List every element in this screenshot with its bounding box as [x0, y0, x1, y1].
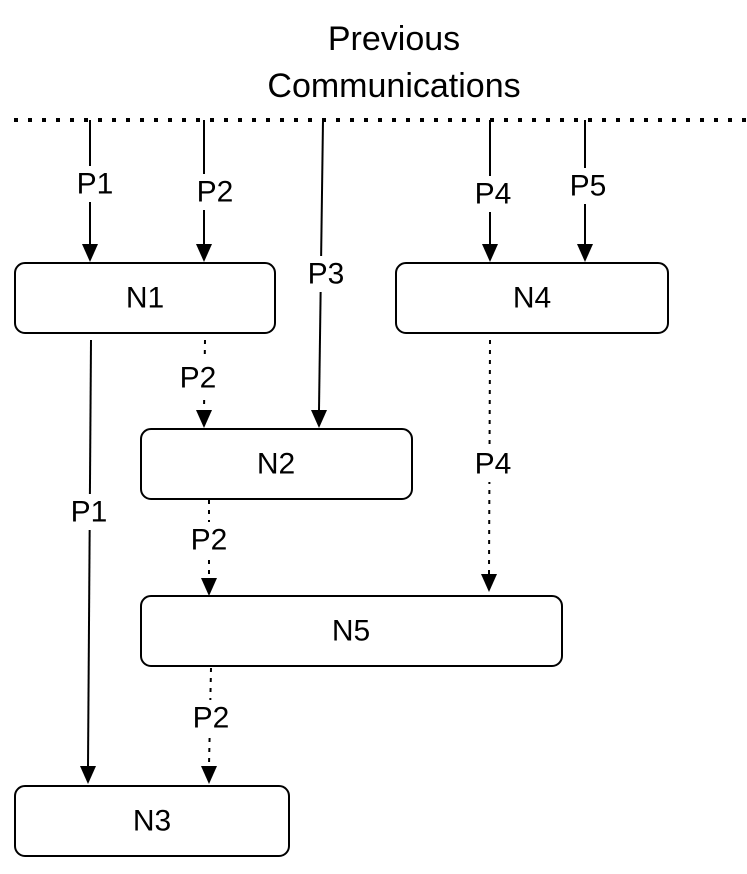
edge-n4-to-n5-arrowhead	[481, 574, 497, 592]
edge-in-p5-label: P5	[570, 170, 607, 203]
edge-n1-to-n2-label: P2	[180, 362, 217, 395]
edge-n1-to-n2: P2	[174, 339, 222, 428]
edge-in-p1-label: P1	[77, 168, 114, 201]
edge-in-p4-label: P4	[475, 178, 512, 211]
node-n1-label: N1	[126, 282, 164, 315]
node-n2-label: N2	[257, 448, 295, 481]
edge-in-p1-arrowhead	[82, 244, 98, 262]
edge-in-p1: P1	[72, 120, 118, 262]
edge-n1-to-n2-arrowhead	[196, 410, 212, 428]
edge-n4-to-n5-label: P4	[475, 448, 512, 481]
edge-in-p2-label: P2	[197, 176, 234, 209]
node-n1: N1	[14, 262, 276, 334]
edge-n5-to-n3-arrowhead	[201, 766, 217, 784]
edge-in-p5: P5	[564, 120, 612, 262]
node-n4: N4	[395, 262, 669, 334]
edge-n2-to-n5-label: P2	[191, 524, 228, 557]
header-title: Previous Communications	[267, 20, 520, 105]
edge-in-p3: P3	[302, 119, 350, 428]
edge-in-p5-arrowhead	[577, 244, 593, 262]
edge-n5-to-n3: P2	[187, 667, 235, 784]
node-n5: N5	[140, 595, 563, 667]
node-n5-label: N5	[332, 615, 370, 648]
node-n4-label: N4	[513, 282, 551, 315]
edge-in-p2: P2	[191, 120, 239, 262]
node-n2: N2	[140, 428, 413, 500]
edge-n2-to-n5-arrowhead	[201, 578, 217, 596]
header-line-2: Communications	[267, 67, 520, 105]
edge-n1-to-n3-arrowhead	[80, 766, 96, 784]
edge-n1-to-n3: P1	[66, 339, 112, 784]
header-line-1: Previous	[328, 20, 460, 58]
node-n3: N3	[14, 785, 290, 857]
edge-n5-to-n3-label: P2	[193, 702, 230, 735]
edge-n4-to-n5: P4	[469, 339, 517, 592]
edge-in-p3-arrowhead	[311, 410, 327, 428]
node-n3-label: N3	[133, 805, 171, 838]
edge-in-p2-arrowhead	[196, 244, 212, 262]
edge-in-p4-arrowhead	[482, 244, 498, 262]
edge-n1-to-n3-label: P1	[71, 496, 108, 529]
edge-n2-to-n5: P2	[185, 500, 233, 596]
edge-in-p3-label: P3	[308, 258, 345, 291]
edge-in-p4: P4	[469, 120, 517, 262]
